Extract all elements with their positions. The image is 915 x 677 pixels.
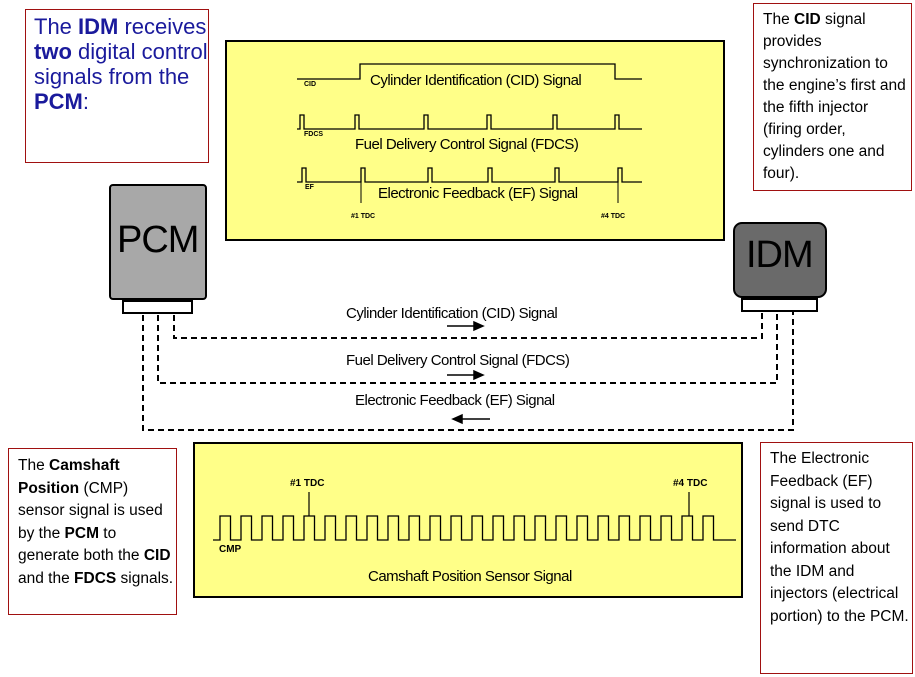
intro-box: The IDM receives two digital control sig… [25, 9, 209, 163]
idm-label: IDM [746, 234, 814, 276]
cmp-note-bold-4: FDCS [74, 569, 117, 587]
cid-wire [173, 312, 763, 339]
cid-note-bold: CID [794, 11, 821, 28]
ef-note-text: The Electronic Feedback (EF) signal is u… [770, 450, 909, 625]
top-signal-panel [225, 40, 725, 241]
cmp-note-text-4: and the [18, 569, 75, 587]
cmp-waveform [213, 515, 736, 541]
cmp-title: Camshaft Position Sensor Signal [368, 568, 572, 585]
cmp-note-bold-1: Camshaft Position [18, 457, 120, 497]
cmp-note-text-2: (CMP) sensor signal is used by the [18, 479, 163, 542]
cid-note-text-1: The [763, 11, 795, 28]
cmp-signal-panel [193, 442, 743, 598]
top-tdc4-label: #4 TDC [601, 213, 626, 220]
fdcs-title: Fuel Delivery Control Signal (FDCS) [355, 136, 579, 153]
cmp-tag: CMP [219, 544, 242, 555]
idm-module [733, 222, 827, 298]
idm-connector [741, 298, 818, 312]
fdcs-wire-label: Fuel Delivery Control Signal (FDCS) [346, 352, 570, 369]
intro-text-4: : [82, 89, 90, 114]
intro-text-1: The [34, 14, 79, 39]
fdcs-tag: FDCS [304, 131, 324, 138]
cmp-note-box: The Camshaft Position (CMP) sensor signa… [8, 448, 177, 615]
ef-arrow-head [451, 413, 463, 425]
fdcs-arrow-head [473, 369, 485, 381]
ef-wire [142, 312, 794, 431]
ef-waveform [297, 167, 642, 183]
cid-arrow-head [473, 320, 485, 332]
pcm-connector [122, 300, 193, 314]
fdcs-waveform [297, 114, 642, 130]
cmp-note-text-5: signals. [116, 569, 174, 587]
cmp-note-text-1: The [18, 457, 50, 474]
ef-title: Electronic Feedback (EF) Signal [378, 185, 578, 202]
cid-note-text-2: signal provides synchronization to the e… [763, 11, 906, 182]
fdcs-wire [157, 312, 778, 384]
cmp-note-bold-3: CID [143, 547, 171, 564]
pcm-module [109, 184, 207, 300]
cid-wire-label: Cylinder Identification (CID) Signal [346, 305, 558, 322]
intro-text-2: receives [118, 14, 207, 39]
ef-wire-label: Electronic Feedback (EF) Signal [355, 392, 555, 409]
cmp-note-text-3: to generate both the [18, 524, 144, 565]
cid-waveform [297, 63, 642, 80]
ef-tag: EF [305, 184, 314, 191]
top-tdc1-label: #1 TDC [351, 213, 376, 220]
cid-tag: CID [304, 81, 317, 88]
cid-title: Cylinder Identification (CID) Signal [370, 72, 582, 89]
cmp-note-bold-2: PCM [64, 524, 99, 542]
cid-note-box: The CID signal provides synchronization … [753, 3, 912, 191]
intro-pcm: PCM [34, 89, 83, 114]
cmp-tdc4-label: #4 TDC [673, 478, 708, 489]
pcm-label: PCM [117, 219, 199, 261]
cmp-tdc1-label: #1 TDC [290, 478, 325, 489]
intro-idm: IDM [78, 14, 119, 39]
intro-text-3: digital control signals from the [34, 39, 208, 89]
intro-two: two [34, 39, 72, 64]
ef-note-box: The Electronic Feedback (EF) signal is u… [760, 442, 913, 674]
